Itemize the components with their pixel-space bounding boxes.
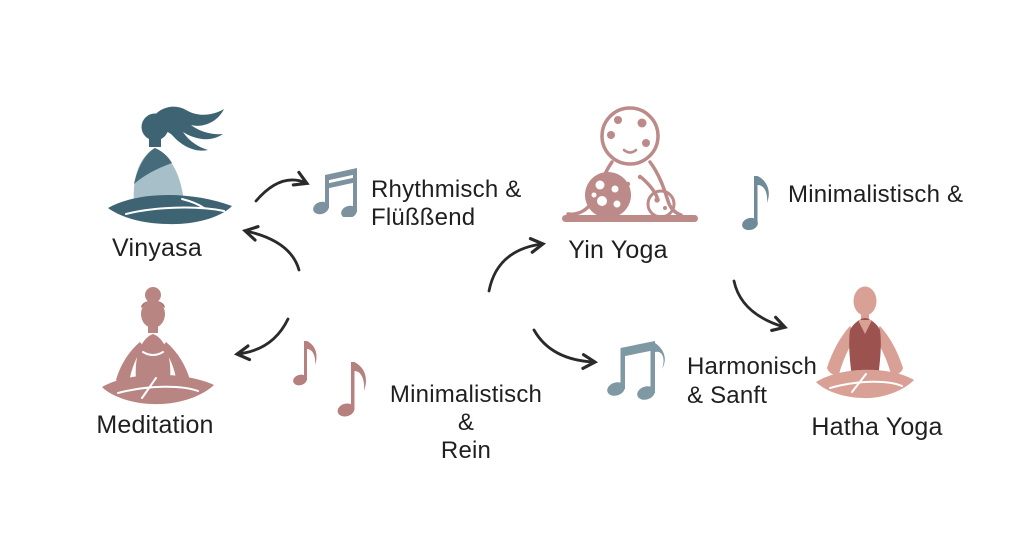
hatha-lotus-yogi-icon <box>816 286 914 399</box>
harmonisch-line2: & Sanft <box>687 382 768 409</box>
meditation-lotus-yogi-icon <box>102 287 214 405</box>
vinyasa-label: Vinyasa <box>112 234 202 262</box>
beamed-music-notes-icon <box>313 168 357 217</box>
yin-yoga-label: Yin Yoga <box>568 236 668 264</box>
arrow-to-harmonisch-notes <box>532 328 599 370</box>
rhythmisch-line2: Flüßßend <box>371 204 476 231</box>
arrow-notes-to-meditation <box>233 317 290 362</box>
single-music-note-icon <box>742 176 769 231</box>
rhythmisch-line1: Rhythmisch & <box>371 176 522 203</box>
arrow-to-yin-yoga <box>487 237 547 293</box>
meditation-label: Meditation <box>96 411 214 439</box>
beamed-music-notes-icon <box>607 341 665 400</box>
rhythmisch-annotation: Rhythmisch & Flüßßend <box>371 176 521 232</box>
minimalistisch-rein-line1: Minimalistisch & <box>389 381 543 436</box>
hatha-yoga-label: Hatha Yoga <box>811 413 943 441</box>
harmonisch-annotation: Harmonisch & Sanft <box>687 352 817 410</box>
small-music-note-icon <box>293 341 317 386</box>
arrow-note-to-hatha-yoga <box>732 279 788 333</box>
large-music-note-icon <box>337 362 366 417</box>
two-music-notes-icon <box>292 336 378 422</box>
arrow-vinyasa-to-notes <box>254 170 310 203</box>
harmonisch-line1: Harmonisch <box>687 353 818 380</box>
minimalistisch-top-line1: Minimalistisch & <box>788 181 964 208</box>
minimalistisch-rein-line2: Rein <box>440 437 492 464</box>
arrow-notes-to-vinyasa <box>242 225 301 272</box>
vinyasa-yogi-flowing-hair-icon <box>108 106 232 225</box>
minimalistisch-rein-annotation: Minimalistisch & Rein <box>382 381 550 465</box>
minimalistisch-top-annotation: Minimalistisch & <box>788 181 963 209</box>
yin-yoga-figure-with-singing-bowls-icon <box>562 106 698 222</box>
